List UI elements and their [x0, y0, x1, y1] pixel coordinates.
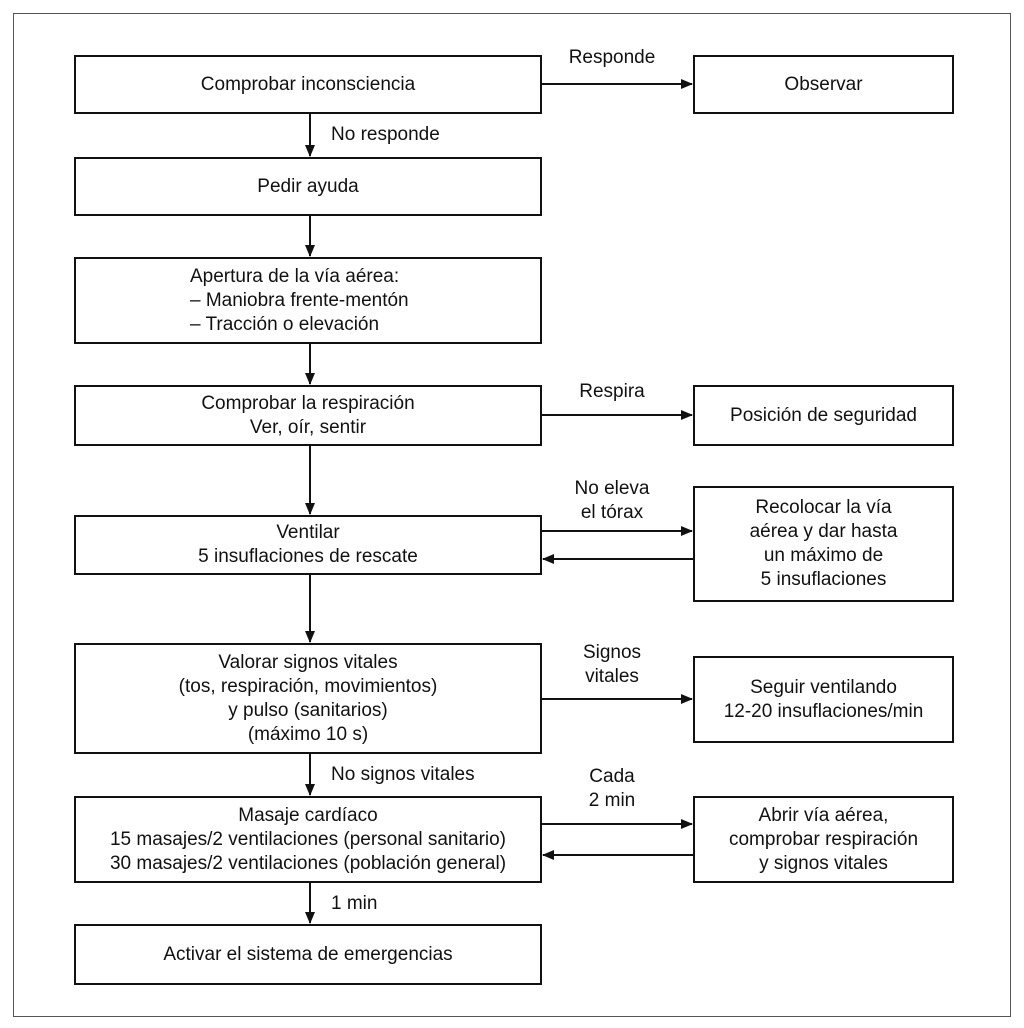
diagram-frame — [13, 13, 1011, 1017]
node-check-unconsciousness: Comprobar inconsciencia — [74, 55, 542, 114]
node-open-airway: Apertura de la vía aérea: – Maniobra fre… — [74, 257, 542, 344]
node-check-unconsciousness-label: Comprobar inconsciencia — [200, 73, 416, 95]
node-cardiac-massage: Masaje cardíaco 15 masajes/2 ventilacion… — [74, 796, 542, 883]
node-safety-position: Posición de seguridad — [693, 385, 954, 446]
node-call-for-help-label: Pedir ayuda — [257, 175, 359, 197]
node-observe-label: Observar — [784, 73, 863, 95]
edge-label-vital-signs: Signos vitales — [582, 642, 642, 687]
node-recheck-airway-label: Abrir vía aérea, comprobar respiración y… — [728, 804, 919, 874]
edge-label-every-2-min: Cada 2 min — [588, 766, 636, 811]
node-ventilate-label: Ventilar 5 insuflaciones de rescate — [198, 522, 418, 567]
edge-label-responds: Responde — [568, 47, 656, 68]
edge-label-chest-not-rising: No eleva el tórax — [574, 478, 650, 523]
node-observe: Observar — [693, 55, 954, 114]
node-call-for-help: Pedir ayuda — [74, 157, 542, 216]
node-ventilate: Ventilar 5 insuflaciones de rescate — [74, 515, 542, 575]
node-assess-vital-signs: Valorar signos vitales (tos, respiración… — [74, 643, 542, 754]
node-check-breathing-label: Comprobar la respiración Ver, oír, senti… — [201, 392, 415, 438]
node-activate-emergency: Activar el sistema de emergencias — [74, 924, 542, 985]
node-reposition-airway-label: Recolocar la vía aérea y dar hasta un má… — [749, 497, 898, 590]
node-recheck-airway: Abrir vía aérea, comprobar respiración y… — [693, 796, 954, 883]
edge-label-breathes: Respira — [579, 381, 645, 402]
node-activate-emergency-label: Activar el sistema de emergencias — [163, 943, 453, 965]
node-safety-position-label: Posición de seguridad — [730, 404, 917, 426]
edge-label-no-response: No responde — [331, 124, 440, 145]
node-cardiac-massage-label: Masaje cardíaco 15 masajes/2 ventilacion… — [109, 804, 507, 874]
node-open-airway-label: Apertura de la vía aérea: – Maniobra fre… — [190, 265, 409, 335]
edge-label-no-vital-signs: No signos vitales — [331, 764, 475, 785]
edge-label-1-min: 1 min — [331, 893, 378, 914]
node-reposition-airway: Recolocar la vía aérea y dar hasta un má… — [693, 486, 954, 602]
node-assess-vital-signs-label: Valorar signos vitales (tos, respiración… — [178, 651, 438, 745]
node-check-breathing: Comprobar la respiración Ver, oír, senti… — [74, 385, 542, 446]
node-keep-ventilating-label: Seguir ventilando 12-20 insuflaciones/mi… — [723, 676, 924, 722]
node-keep-ventilating: Seguir ventilando 12-20 insuflaciones/mi… — [693, 656, 954, 743]
